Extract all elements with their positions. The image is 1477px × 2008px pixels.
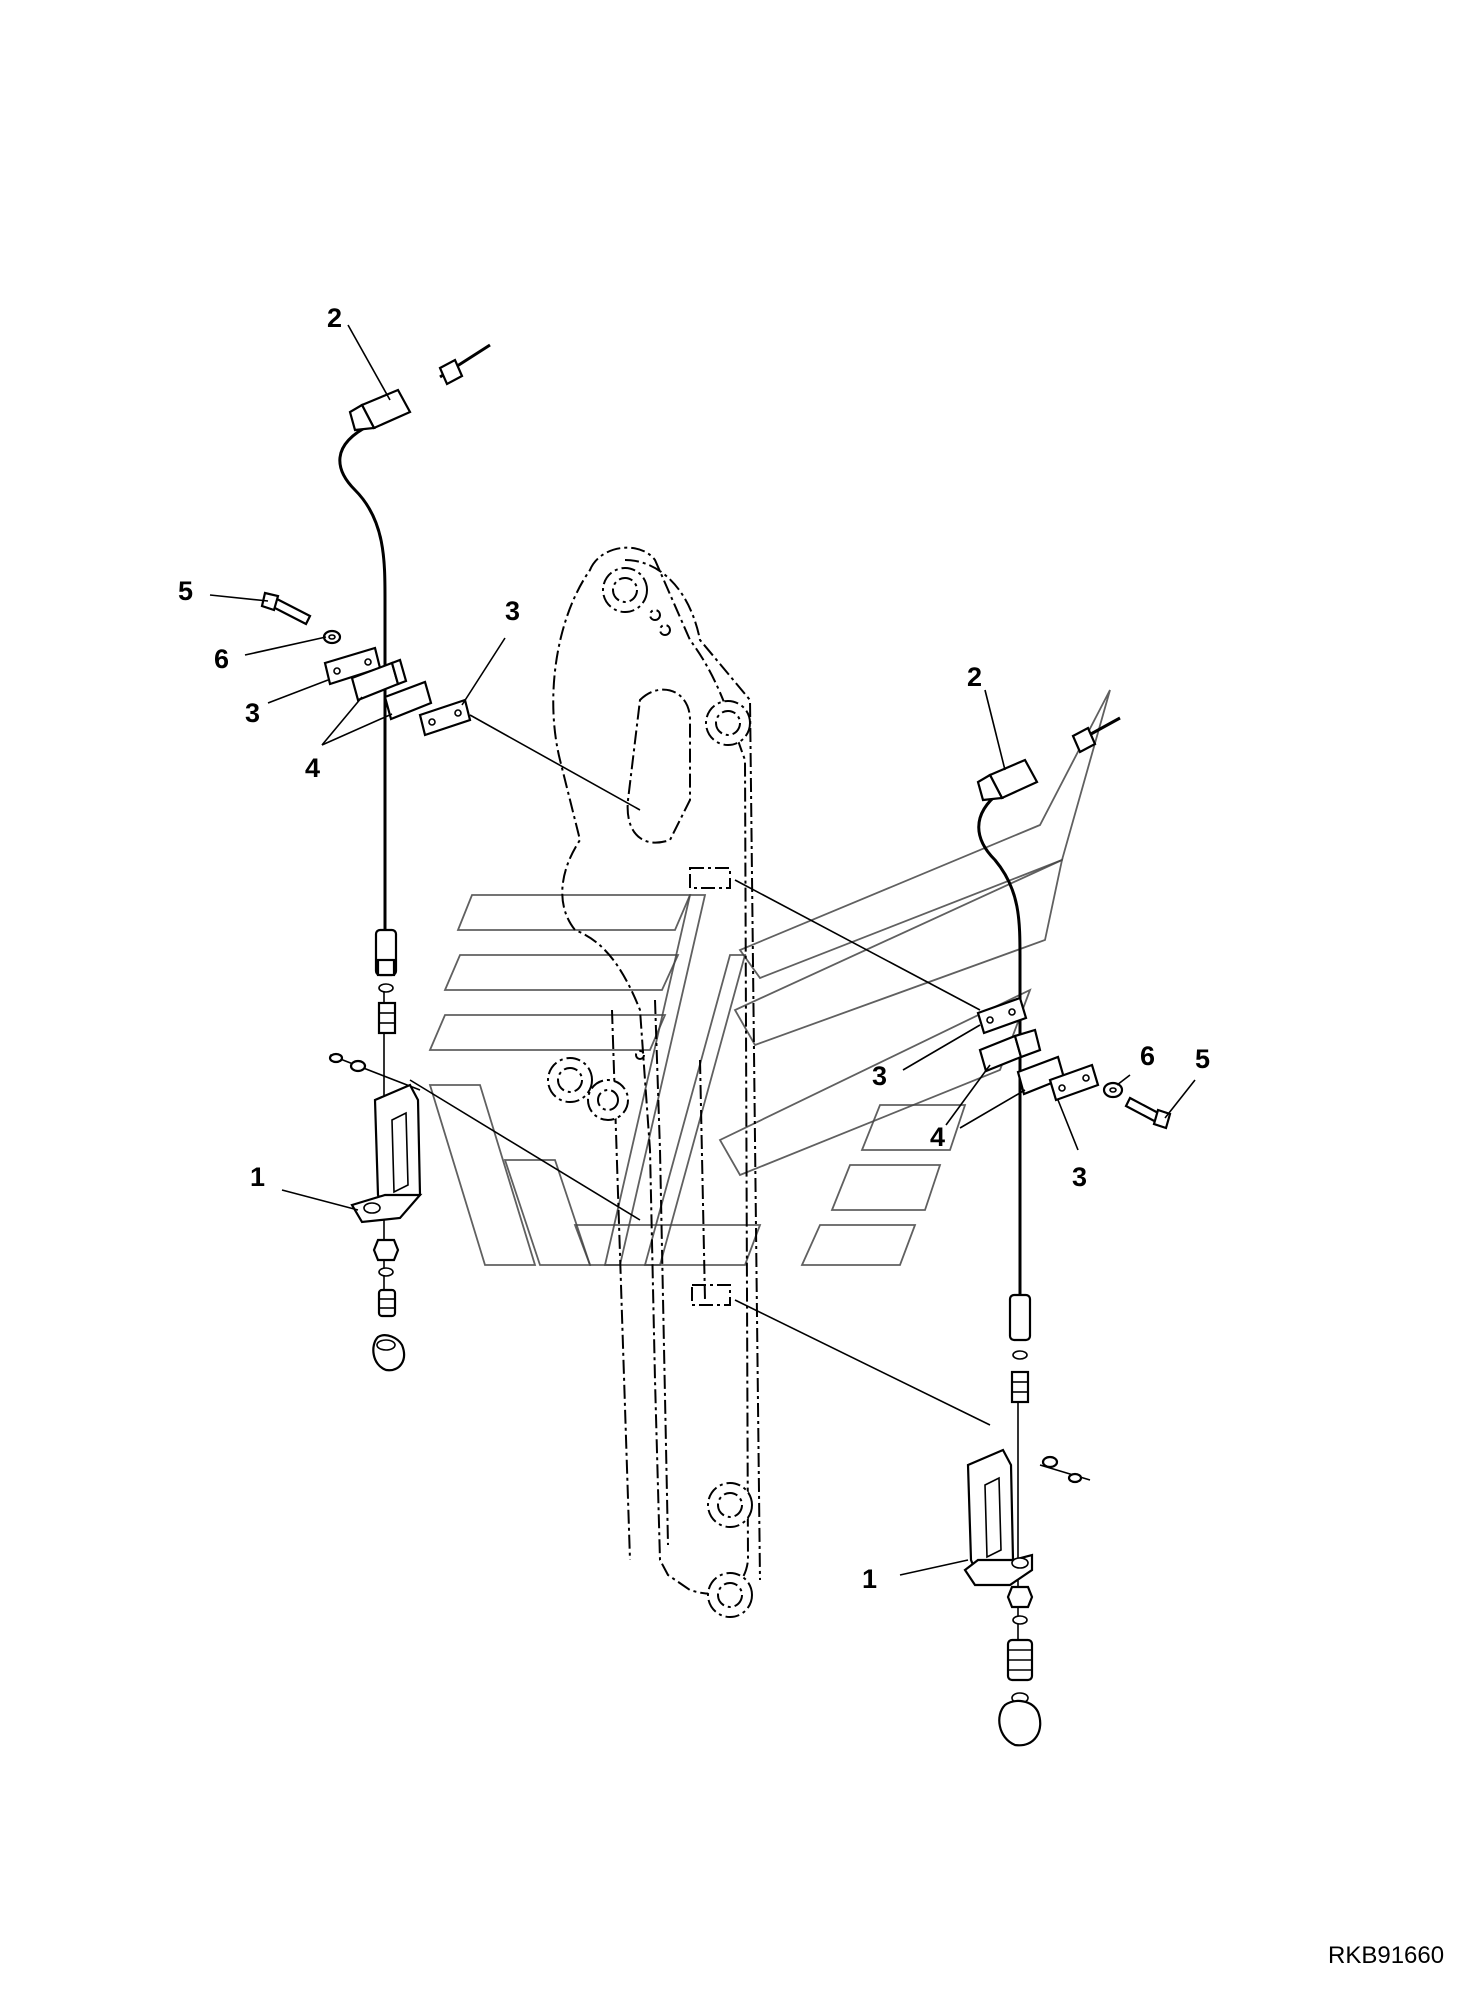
callout-right-bolt: 5 — [1195, 1044, 1210, 1074]
left-bottom-fittings — [372, 1238, 406, 1372]
drawing-reference-code: RKB91660 — [1328, 1942, 1444, 1969]
left-assembly — [260, 343, 491, 1372]
callout-left-hose: 2 — [327, 303, 342, 333]
callout-right-plate-left: 3 — [872, 1061, 887, 1091]
left-bracket — [328, 1052, 423, 1224]
left-clamp — [350, 658, 433, 721]
right-plate-b — [1048, 1063, 1100, 1102]
callout-right-washer: 6 — [1140, 1041, 1155, 1071]
left-bolt — [260, 591, 312, 626]
callout-right-hose: 2 — [967, 662, 982, 692]
callout-left-plate-upper: 3 — [505, 596, 520, 626]
callout-left-bolt: 5 — [178, 576, 193, 606]
left-plate-b — [418, 698, 472, 737]
callout-right-clamp: 4 — [930, 1122, 945, 1152]
callout-left-washer: 6 — [214, 644, 229, 674]
right-bolt — [1124, 1096, 1172, 1130]
callout-leaders — [209, 324, 1196, 1576]
left-hose-end-fitting — [374, 928, 398, 1035]
right-washer — [1102, 1081, 1124, 1099]
callout-right-plate-right: 3 — [1072, 1162, 1087, 1192]
callout-labels: 2 5 6 3 3 4 1 2 3 4 3 6 5 1 — [178, 303, 1210, 1594]
callout-left-bracket: 1 — [250, 1162, 265, 1192]
right-bottom-fittings — [998, 1585, 1042, 1747]
right-clamp — [978, 1028, 1066, 1096]
left-washer — [322, 629, 342, 645]
left-hose — [338, 343, 491, 930]
callout-right-bracket: 1 — [862, 1564, 877, 1594]
right-assembly — [963, 716, 1172, 1747]
right-bracket — [963, 1448, 1083, 1587]
right-hose-end-fitting — [1008, 1293, 1032, 1404]
boom-arm-outline — [547, 546, 761, 1618]
callout-left-clamp: 4 — [305, 753, 320, 783]
callout-left-plate-lower: 3 — [245, 698, 260, 728]
right-hose — [976, 716, 1121, 1295]
right-plate-a — [976, 996, 1028, 1035]
